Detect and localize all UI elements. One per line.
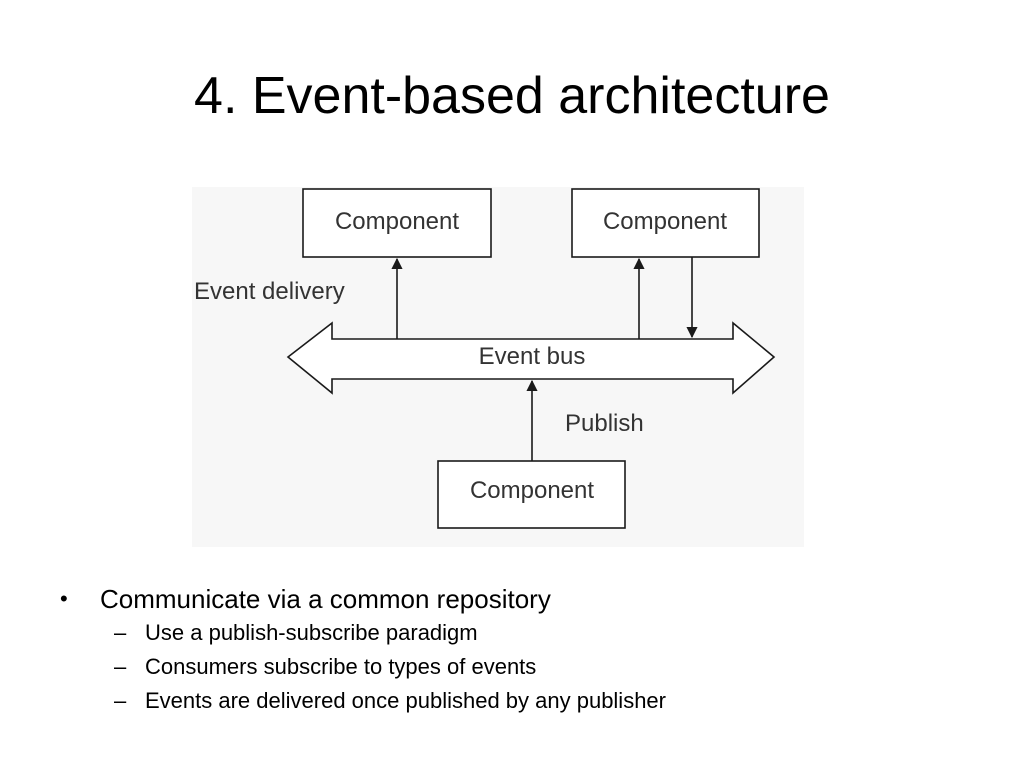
sub-bullet-text: Consumers subscribe to types of events — [145, 654, 537, 679]
sub-bullet-item: – Use a publish-subscribe paradigm — [58, 616, 978, 650]
event-bus-diagram: Component Component Component Event bus … — [192, 187, 804, 547]
component-box-bottom — [437, 460, 626, 529]
sub-bullet-list: – Use a publish-subscribe paradigm – Con… — [58, 616, 978, 718]
event-bus-arrow — [286, 321, 776, 395]
bullet-main: • Communicate via a common repository — [58, 582, 978, 616]
sub-bullet-dash: – — [114, 688, 127, 713]
event-bus-label: Event bus — [479, 343, 586, 370]
bullet-dot: • — [60, 586, 68, 611]
bullet-list: • Communicate via a common repository – … — [58, 582, 978, 718]
publish-label: Publish — [565, 410, 644, 437]
component-box-top-right — [571, 188, 760, 258]
sub-bullet-group: – Use a publish-subscribe paradigm – Con… — [58, 616, 978, 718]
component-label-top-left: Component — [335, 208, 459, 235]
sub-bullet-item: – Events are delivered once published by… — [58, 684, 978, 718]
sub-bullet-text: Events are delivered once published by a… — [145, 688, 666, 713]
slide-title: 4. Event-based architecture — [194, 67, 830, 125]
component-label-top-right: Component — [603, 208, 727, 235]
sub-bullet-text: Use a publish-subscribe paradigm — [145, 620, 478, 645]
sub-bullet-dash: – — [114, 654, 127, 679]
component-box-top-left — [302, 188, 492, 258]
component-label-bottom: Component — [470, 477, 594, 504]
diagram-svg: Component Component Component Event bus … — [192, 187, 804, 547]
event-delivery-label: Event delivery — [194, 278, 345, 305]
sub-bullet-item: – Consumers subscribe to types of events — [58, 650, 978, 684]
sub-bullet-dash: – — [114, 620, 127, 645]
bullet-main-text: Communicate via a common repository — [100, 584, 551, 614]
